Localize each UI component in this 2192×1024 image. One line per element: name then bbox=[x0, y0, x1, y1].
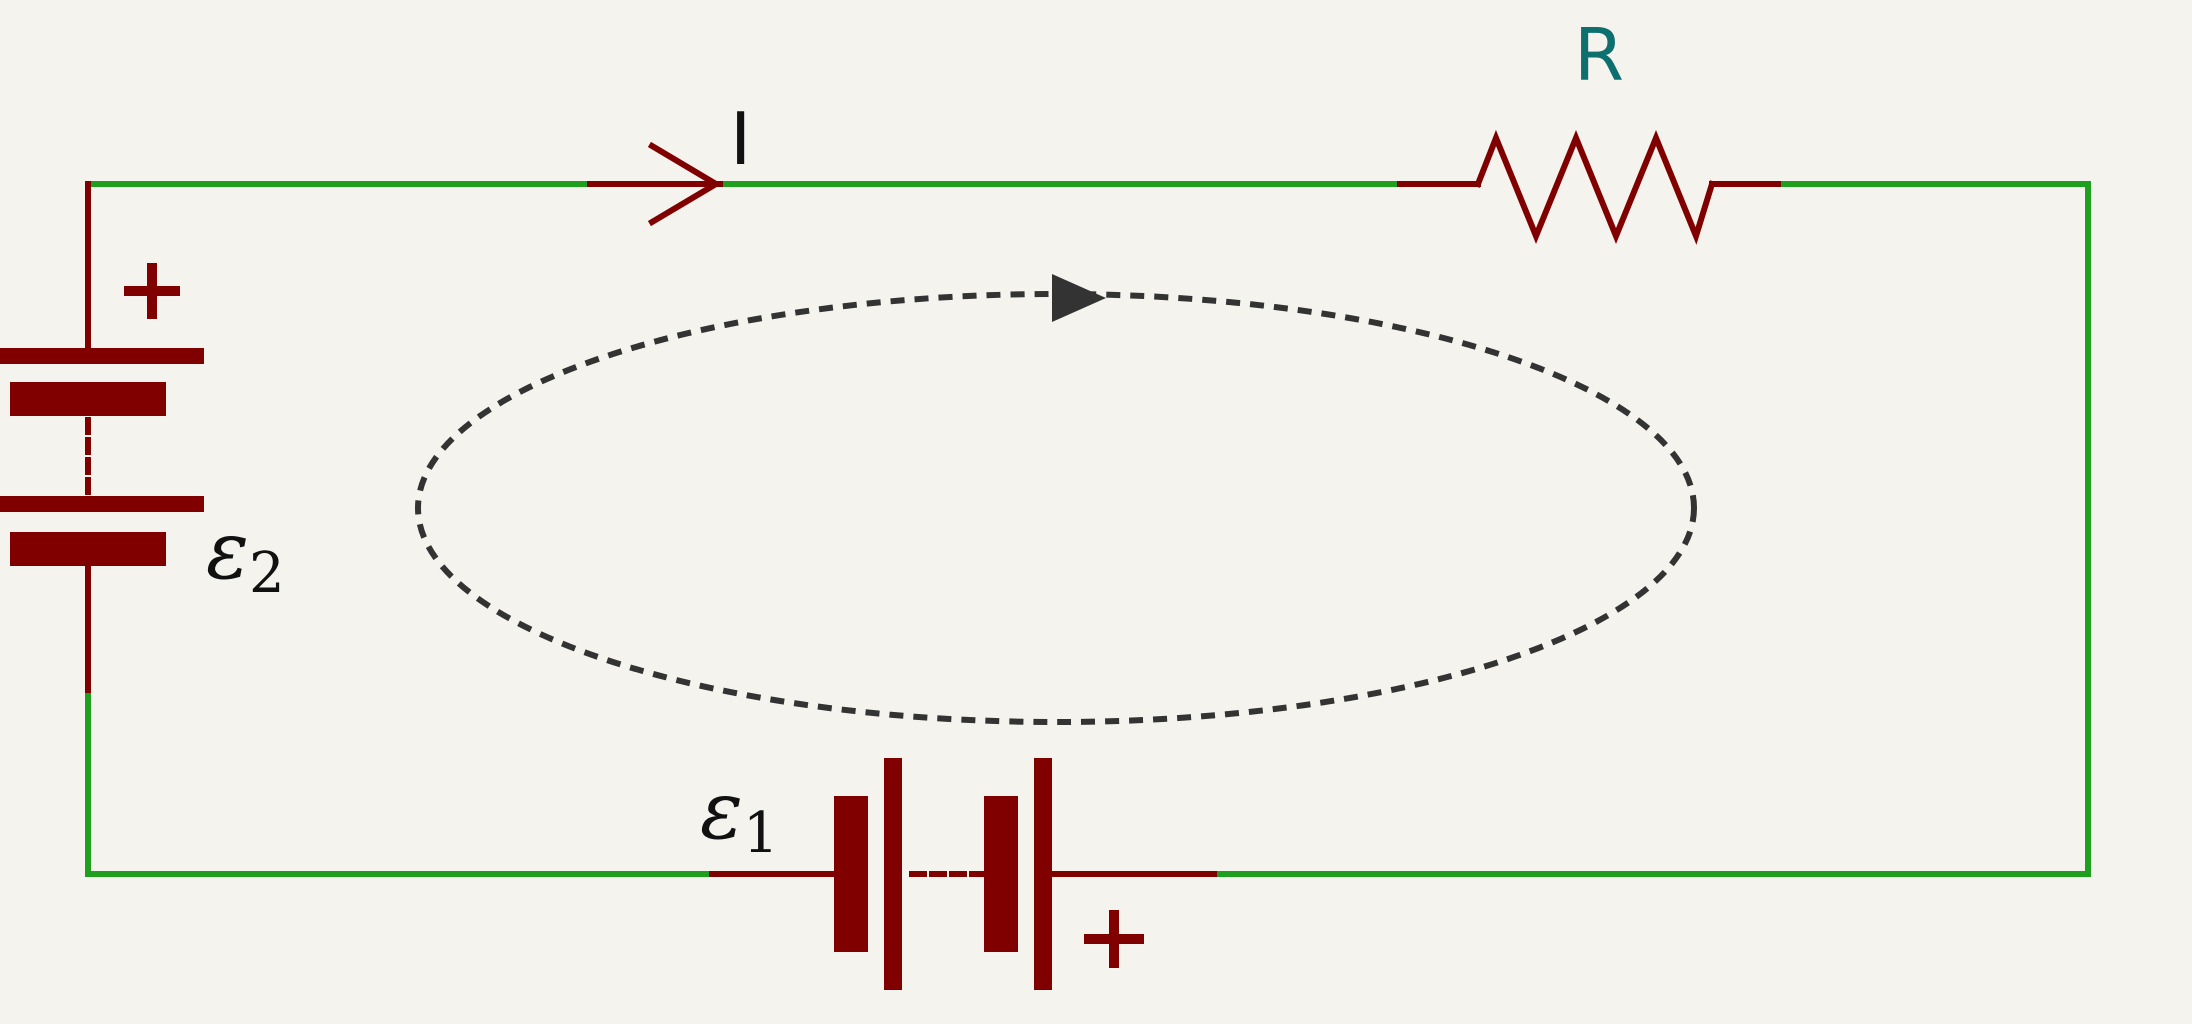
resistor bbox=[1397, 129, 1781, 245]
emf2-subscript: 2 bbox=[249, 541, 285, 606]
loop-direction-arrow-icon bbox=[1052, 274, 1106, 322]
emf2-label: ε2 bbox=[206, 504, 285, 606]
emf1-symbol: ε bbox=[700, 764, 743, 857]
battery-emf1 bbox=[709, 758, 1217, 990]
battery-emf1-plate-long-2 bbox=[1034, 758, 1052, 990]
current-label: I bbox=[730, 97, 751, 181]
battery-emf2 bbox=[0, 181, 204, 693]
loop-ellipse bbox=[415, 291, 1697, 725]
kirchhoff-loop bbox=[415, 274, 1697, 725]
battery-emf2-plate-long-1 bbox=[0, 348, 204, 364]
battery-emf1-plus-icon bbox=[1084, 910, 1144, 968]
battery-emf2-plus-icon bbox=[124, 263, 180, 319]
battery-emf2-plate-long-2 bbox=[0, 496, 204, 512]
current-arrow-head bbox=[647, 141, 722, 227]
emf1-label: ε1 bbox=[700, 764, 779, 866]
battery-emf2-plate-short-2 bbox=[10, 532, 166, 566]
battery-emf1-plate-short-1 bbox=[834, 796, 868, 952]
emf1-subscript: 1 bbox=[743, 801, 779, 866]
resistor-label: R bbox=[1574, 13, 1624, 97]
battery-emf1-plate-short-2 bbox=[984, 796, 1018, 952]
wires bbox=[85, 181, 2091, 877]
battery-emf2-plate-short-1 bbox=[10, 382, 166, 416]
battery-emf1-plate-long-1 bbox=[884, 758, 902, 990]
emf2-symbol: ε bbox=[206, 504, 249, 597]
current-arrow bbox=[587, 141, 723, 227]
resistor-zigzag bbox=[1474, 129, 1716, 245]
